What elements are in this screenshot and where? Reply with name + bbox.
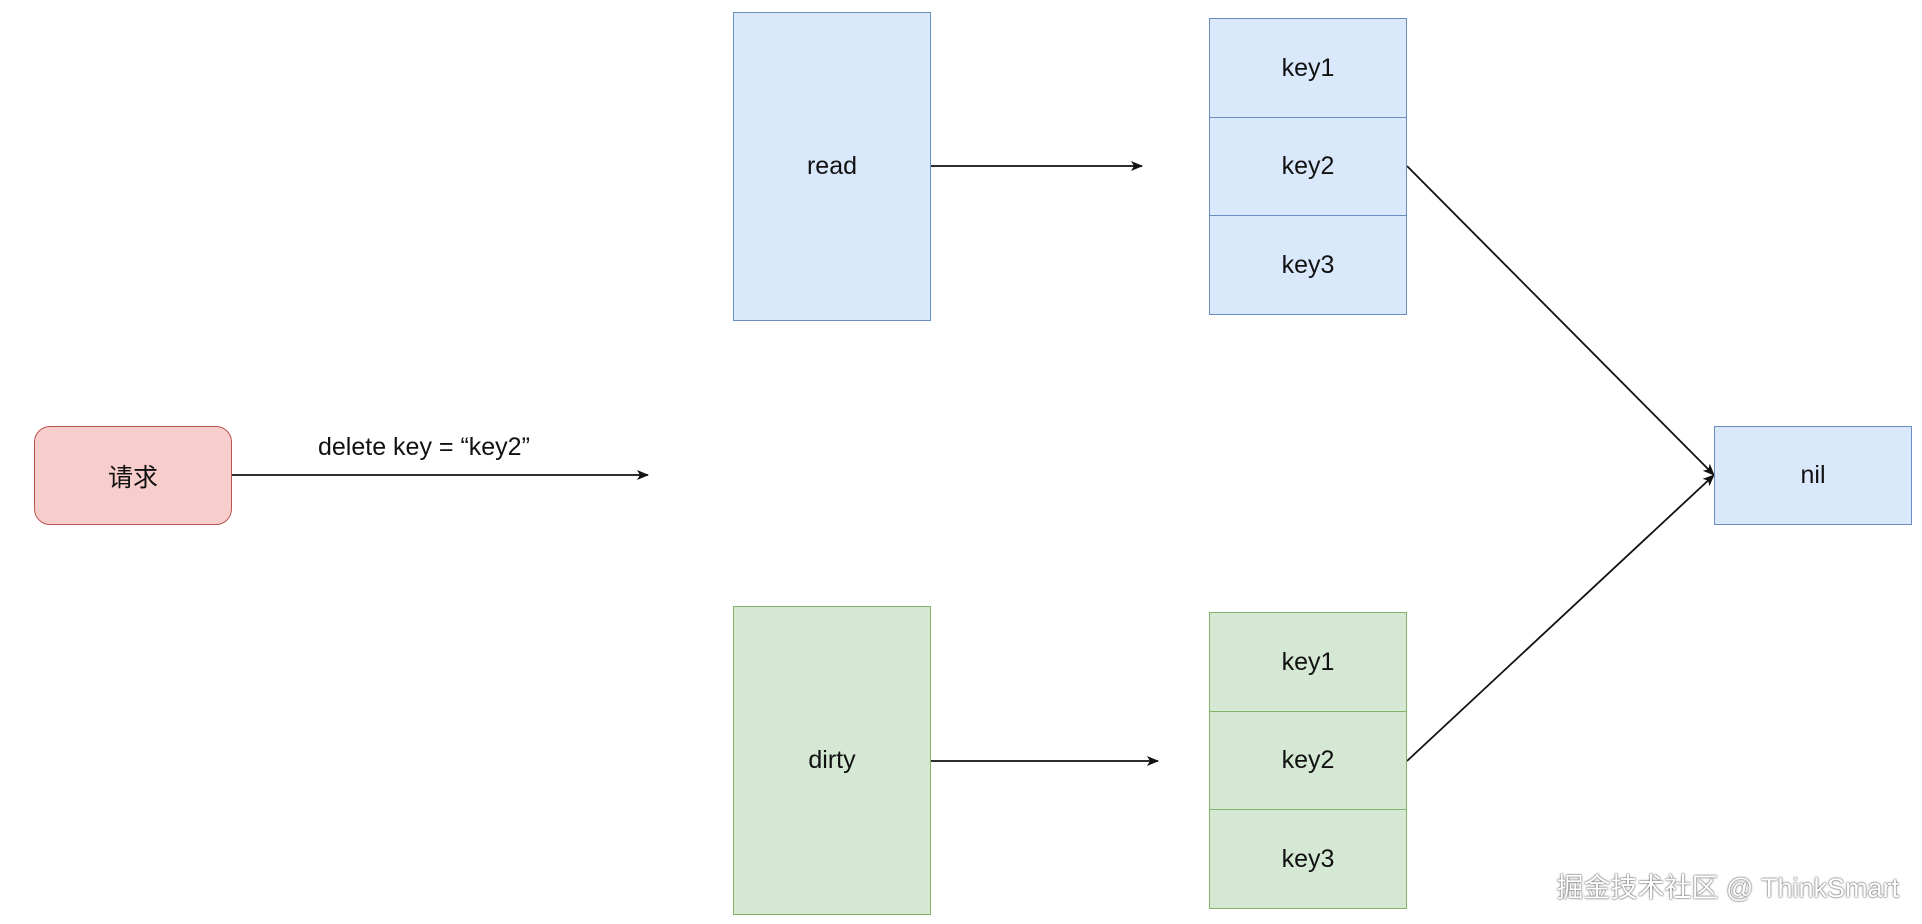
dirty-key3-cell: key3 [1209,809,1407,909]
request-label: 请求 [107,463,158,492]
dirty-key1-cell: key1 [1209,612,1407,712]
read-map-node: read [733,12,931,321]
request-edge-label: delete key = “key2” [318,433,530,461]
nil-label: nil [1800,461,1826,489]
read-key1-cell: key1 [1209,18,1407,118]
edge-read-key2-to-nil [1406,165,1715,476]
watermark-text: 掘金技术社区 @ ThinkSmart [1556,873,1899,903]
request-node: 请求 [34,426,232,525]
read-key2-cell: key2 [1209,117,1407,216]
nil-node: nil [1714,426,1912,525]
edge-dirty-key2-to-nil [1406,474,1715,762]
dirty-key2-cell: key2 [1209,711,1407,810]
read-label: read [806,152,858,180]
dirty-label: dirty [808,746,856,774]
read-key3-cell: key3 [1209,215,1407,315]
dirty-map-node: dirty [733,606,931,915]
